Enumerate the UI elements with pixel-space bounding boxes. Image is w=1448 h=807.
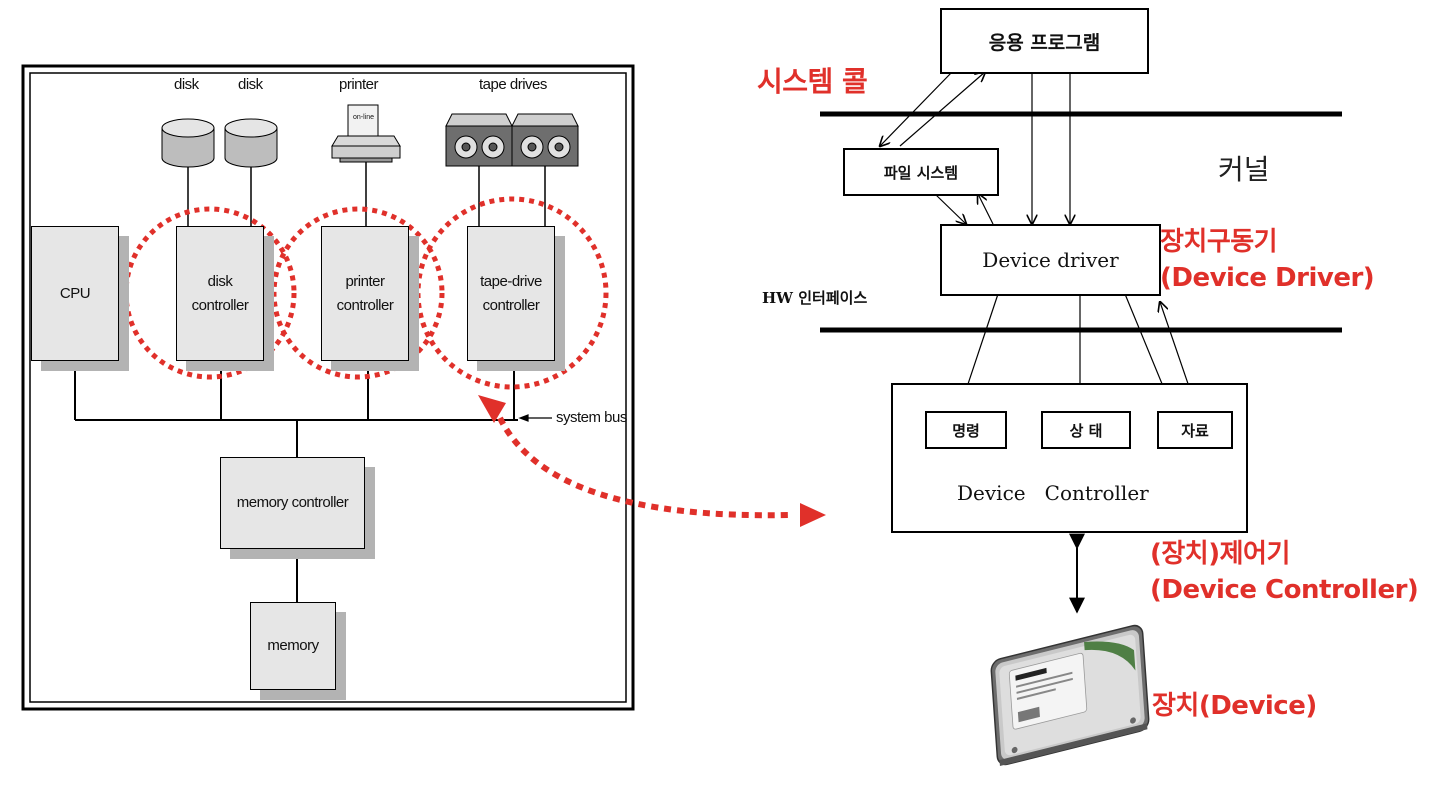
- app-program-label: 응용 프로그램: [988, 31, 1101, 54]
- device-driver-annotation-en: (Device Driver): [1160, 263, 1375, 293]
- disk-icon: [224, 118, 278, 168]
- cpu-box: CPU: [31, 226, 119, 361]
- tape-drive-icon: [445, 113, 513, 167]
- disk-label: disk: [174, 76, 199, 93]
- command-register-label: 명령: [952, 421, 980, 440]
- tape-controller-box: tape-drive controller: [467, 226, 555, 361]
- arrow: [899, 72, 985, 147]
- data-register: 자료: [1157, 411, 1233, 449]
- tape-controller-label-line1: tape-drive: [480, 272, 542, 290]
- hard-drive-icon: [990, 624, 1150, 767]
- kernel-label: 커널: [1218, 153, 1270, 186]
- status-register-label: 상 태: [1069, 421, 1103, 440]
- memory-box: memory: [250, 602, 336, 690]
- status-register: 상 태: [1041, 411, 1131, 449]
- printer-controller-box: printer controller: [321, 226, 409, 361]
- device-controller-annotation-en: (Device Controller): [1150, 575, 1419, 605]
- arrow: [880, 71, 953, 146]
- highlight-circle: [123, 206, 297, 380]
- connector-arrow: [497, 416, 791, 519]
- highlight-circles: [123, 196, 609, 390]
- app-program-box: 응용 프로그램: [940, 8, 1149, 74]
- file-system-box: 파일 시스템: [843, 148, 999, 196]
- tape-controller-label-line2: controller: [482, 296, 540, 314]
- memory-label: memory: [267, 637, 319, 654]
- printer-controller-label-line1: printer: [345, 272, 385, 290]
- disk-controller-label-line2: controller: [191, 296, 249, 314]
- system-bus-label: system bus: [556, 409, 627, 426]
- system-bus-arrow: [518, 414, 552, 422]
- disk-icon: [161, 118, 215, 168]
- cpu-label: CPU: [59, 284, 91, 302]
- device-driver-box: Device driver: [940, 224, 1161, 296]
- device-links: [187, 162, 546, 226]
- file-system-label: 파일 시스템: [883, 163, 959, 182]
- data-register-label: 자료: [1181, 421, 1209, 440]
- device-controller-box: 명령 상 태 자료 Device Controller: [891, 383, 1248, 533]
- highlight-circle: [415, 196, 609, 390]
- device-driver-annotation-ko: 장치구동기: [1160, 227, 1278, 257]
- memory-controller-label: memory controller: [236, 494, 349, 511]
- disk-controller-box: disk controller: [176, 226, 264, 361]
- hw-interface-label: HW 인터페이스: [762, 289, 868, 307]
- system-bus-lines: [74, 359, 518, 602]
- device-annotation: 장치(Device): [1152, 691, 1317, 721]
- inner-frame: [29, 72, 627, 703]
- tape-drive-icon: [511, 113, 579, 167]
- connector-arrowhead-start: [478, 395, 506, 423]
- arrow: [934, 193, 966, 224]
- disk-controller-label-line1: disk: [207, 272, 233, 290]
- printer-icon: [331, 104, 401, 163]
- tape-drives-label: tape drives: [479, 76, 547, 93]
- device-controller-annotation-ko: (장치)제어기: [1150, 539, 1290, 569]
- disk-label: disk: [238, 76, 263, 93]
- highlight-circle: [271, 206, 445, 380]
- system-call-annotation: 시스템 콜: [757, 65, 868, 98]
- command-register: 명령: [925, 411, 1007, 449]
- printer-label: printer: [339, 76, 379, 93]
- memory-controller-box: memory controller: [220, 457, 365, 549]
- printer-tag: on-line: [353, 114, 375, 121]
- device-controller-label: Device Controller: [957, 481, 1149, 505]
- connector-arrowhead-end: [800, 503, 826, 527]
- device-driver-label: Device driver: [982, 248, 1119, 272]
- flow-arrows: [880, 71, 1198, 410]
- arrow: [978, 194, 994, 225]
- outer-frame: [21, 64, 635, 711]
- printer-controller-label-line2: controller: [336, 296, 394, 314]
